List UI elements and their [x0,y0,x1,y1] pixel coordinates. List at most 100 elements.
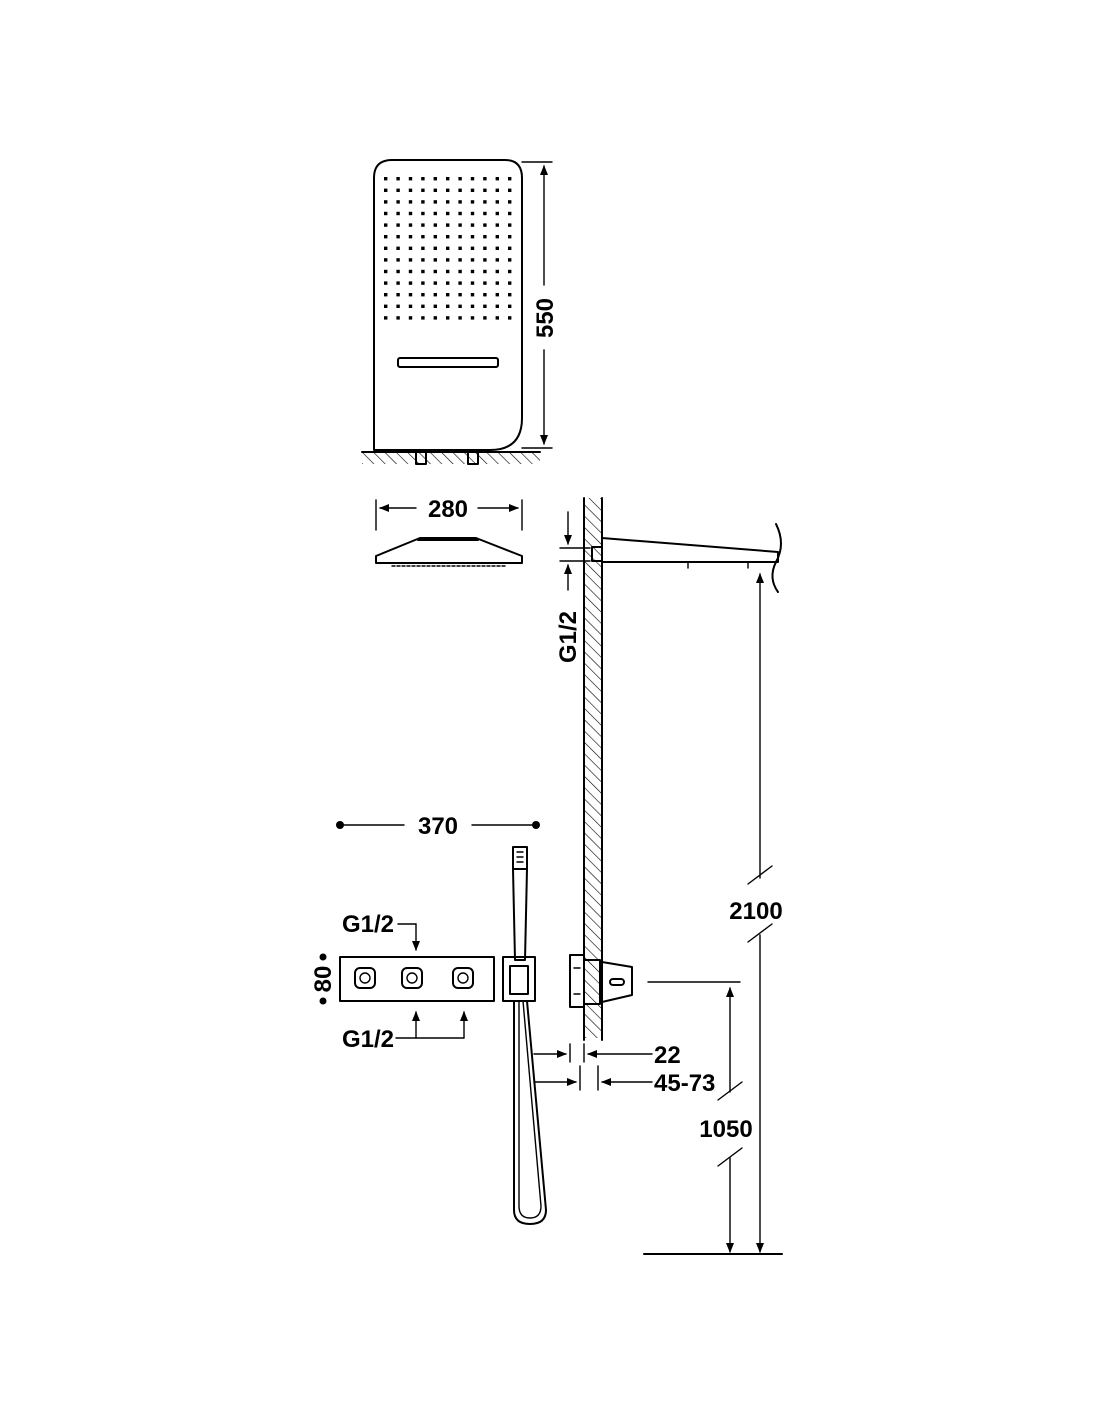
nozzle [421,211,425,216]
nozzle [396,281,400,285]
nozzle [408,269,413,274]
shower-panel-front [361,159,541,465]
nozzle [446,281,450,285]
nozzle [396,258,400,262]
nozzle [421,293,425,297]
nozzle [408,235,413,239]
nozzle [446,223,450,227]
nozzle [495,235,499,239]
dimension-valve-inlet-bottom: G1/2 [342,1011,468,1053]
nozzle [508,200,512,204]
dimension-2100: 2100 [729,573,783,1253]
hand-shower [502,846,547,1225]
nozzle [396,211,400,216]
shower-arm [591,523,782,593]
nozzle [433,235,437,239]
nozzle [483,246,487,250]
dim-1050-label: 1050 [699,1116,752,1143]
nozzle [421,281,425,285]
nozzle [384,246,388,250]
nozzle [446,235,450,239]
nozzle [458,316,462,320]
nozzle [408,281,413,285]
nozzle [396,188,400,192]
nozzle [458,304,462,308]
dim-45-73-label: 45-73 [654,1070,715,1097]
dimension-45-73: 45-73 [533,1065,715,1097]
nozzle [495,293,499,297]
nozzle [433,188,437,192]
dimension-550: 550 [521,161,559,449]
dimension-1050: 1050 [647,981,753,1253]
nozzle [495,316,499,320]
nozzle [446,293,450,297]
nozzle [384,281,388,285]
nozzle [458,223,462,227]
nozzle [470,177,475,181]
nozzle [495,258,499,262]
nozzle [384,293,388,297]
nozzle [483,316,487,320]
waterfall-outlet [397,357,499,368]
thermostatic-valve [339,956,495,1002]
nozzle [421,246,425,250]
nozzle [508,211,512,216]
nozzle [421,269,425,274]
nozzle [458,211,462,216]
nozzle [470,316,475,320]
nozzle [458,258,462,262]
nozzle [396,246,400,250]
nozzle [508,188,512,192]
nozzle [458,235,462,239]
nozzle [421,258,425,262]
nozzle [421,200,425,204]
nozzle [384,269,388,274]
nozzle [495,269,499,274]
nozzle [396,223,400,227]
dim-valve-inlet-bottom-label: G1/2 [342,1026,394,1053]
nozzle [408,316,413,320]
nozzle [508,281,512,285]
nozzle [433,223,437,227]
dim-80-label: 80 [310,966,337,993]
dim-22-label: 22 [654,1042,681,1069]
nozzle [495,211,499,216]
nozzle [446,211,450,216]
nozzle-grid [384,177,512,320]
nozzle [446,200,450,204]
nozzle [458,200,462,204]
wall-outlet [569,954,633,1008]
nozzle [458,246,462,250]
nozzle [508,316,512,320]
dim-370-label: 370 [418,813,458,840]
nozzle [384,223,388,227]
nozzle [508,269,512,274]
nozzle [396,316,400,320]
nozzle [446,246,450,250]
nozzle [508,258,512,262]
nozzle [483,211,487,216]
nozzle [483,200,487,204]
nozzle [495,188,499,192]
nozzle [396,200,400,204]
dim-valve-inlet-top-label: G1/2 [342,911,394,938]
nozzle [495,246,499,250]
nozzle [384,188,388,192]
nozzle [446,258,450,262]
nozzle [408,188,413,192]
dimension-370: 370 [336,813,540,840]
nozzle [483,177,487,181]
nozzle [458,269,462,274]
nozzle [421,177,425,181]
nozzle [446,177,450,181]
nozzle [458,293,462,297]
nozzle [483,188,487,192]
nozzle [495,223,499,227]
nozzle [508,235,512,239]
nozzle [408,211,413,216]
dim-2100-label: 2100 [729,898,782,925]
nozzle [433,293,437,297]
nozzle [433,281,437,285]
floor-hatch [362,452,540,464]
